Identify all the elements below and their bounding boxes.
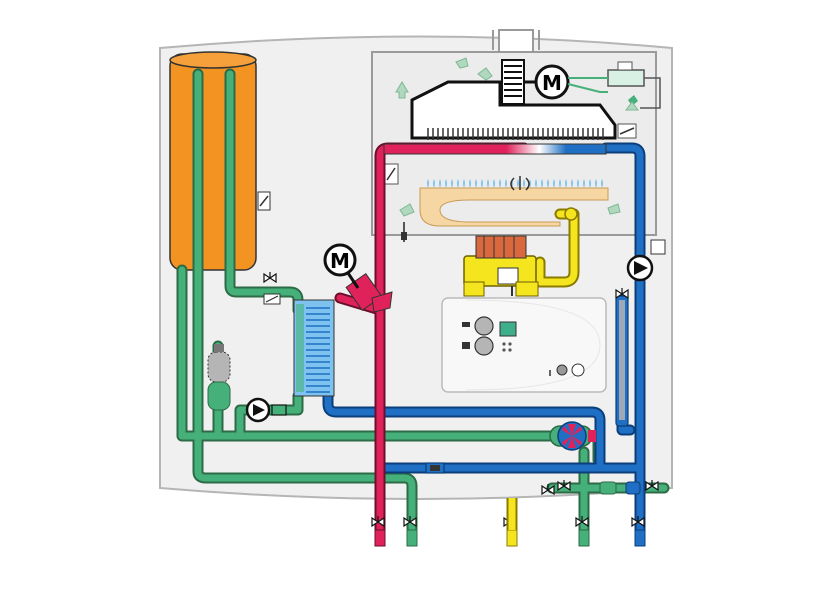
heat-exchanger-fins (427, 128, 604, 140)
flame (547, 179, 549, 188)
flame (595, 179, 597, 188)
dhw-outlet-connection (406, 529, 418, 547)
dhw-temperature-knob (474, 316, 494, 336)
gas-pipe (534, 208, 580, 288)
heating-return-connection (634, 529, 646, 547)
flame (559, 179, 561, 188)
hot-water-storage-tank (169, 51, 257, 271)
burner-flames (427, 179, 603, 188)
flame (541, 179, 543, 188)
dhw-pump (245, 397, 287, 423)
tank-sensor-icon (263, 293, 281, 305)
flame (487, 179, 489, 188)
heating-flow-connection (374, 529, 386, 547)
fan-grille (504, 65, 522, 97)
flame (517, 179, 519, 188)
flame (583, 179, 585, 188)
flame (523, 179, 525, 188)
flame (427, 179, 429, 188)
gas-valve (463, 235, 539, 297)
flame (571, 179, 573, 188)
flame (577, 179, 579, 188)
flame (499, 179, 501, 188)
bypass-valve (425, 462, 445, 474)
tap-icon (462, 322, 470, 327)
valve-symbols (263, 272, 659, 528)
mode-knob (556, 364, 568, 376)
flue-thermostat-icon (617, 123, 637, 139)
temperature-probe (401, 222, 407, 242)
flame (535, 179, 537, 188)
heating-return-pipes (322, 142, 646, 536)
diverter-valve: M (323, 243, 393, 313)
heating-pump (626, 239, 666, 282)
expansion-vessel (207, 344, 231, 411)
diverter-motor-label: M (330, 249, 350, 273)
flame (475, 179, 477, 188)
flame (493, 179, 495, 188)
hydraulic-block (549, 421, 596, 451)
air-flow-arrows (395, 57, 639, 217)
air-separator (615, 295, 629, 427)
flame (457, 179, 459, 188)
filling-loop (599, 481, 641, 495)
flame (469, 179, 471, 188)
flame (445, 179, 447, 188)
cold-inlet-connection (578, 529, 590, 547)
flame (433, 179, 435, 188)
pressure-gauge (571, 363, 585, 377)
gas-inlet-connection (506, 529, 518, 547)
tank-thermostat-icon (257, 191, 271, 211)
plate-heat-exchanger (293, 299, 335, 397)
flame (553, 179, 555, 188)
primary-heat-exchanger (383, 143, 607, 155)
fan-hood (410, 80, 617, 140)
flame (463, 179, 465, 188)
pipe-connections (374, 498, 646, 547)
flame (481, 179, 483, 188)
status-leds (502, 342, 512, 352)
flame (565, 179, 567, 188)
fan-motor-label: M (542, 71, 562, 95)
flame (439, 179, 441, 188)
radiator-icon (462, 342, 470, 349)
flame (589, 179, 591, 188)
gas-nozzle (564, 207, 578, 221)
ignition-electrode (510, 176, 530, 191)
flame (505, 179, 507, 188)
control-panel (441, 297, 607, 393)
burner-body (419, 187, 609, 227)
flame (601, 179, 603, 188)
overheat-thermostat-icon (383, 163, 399, 185)
heating-temperature-knob (474, 336, 494, 356)
fan-motor: M (524, 64, 570, 100)
flame (451, 179, 453, 188)
